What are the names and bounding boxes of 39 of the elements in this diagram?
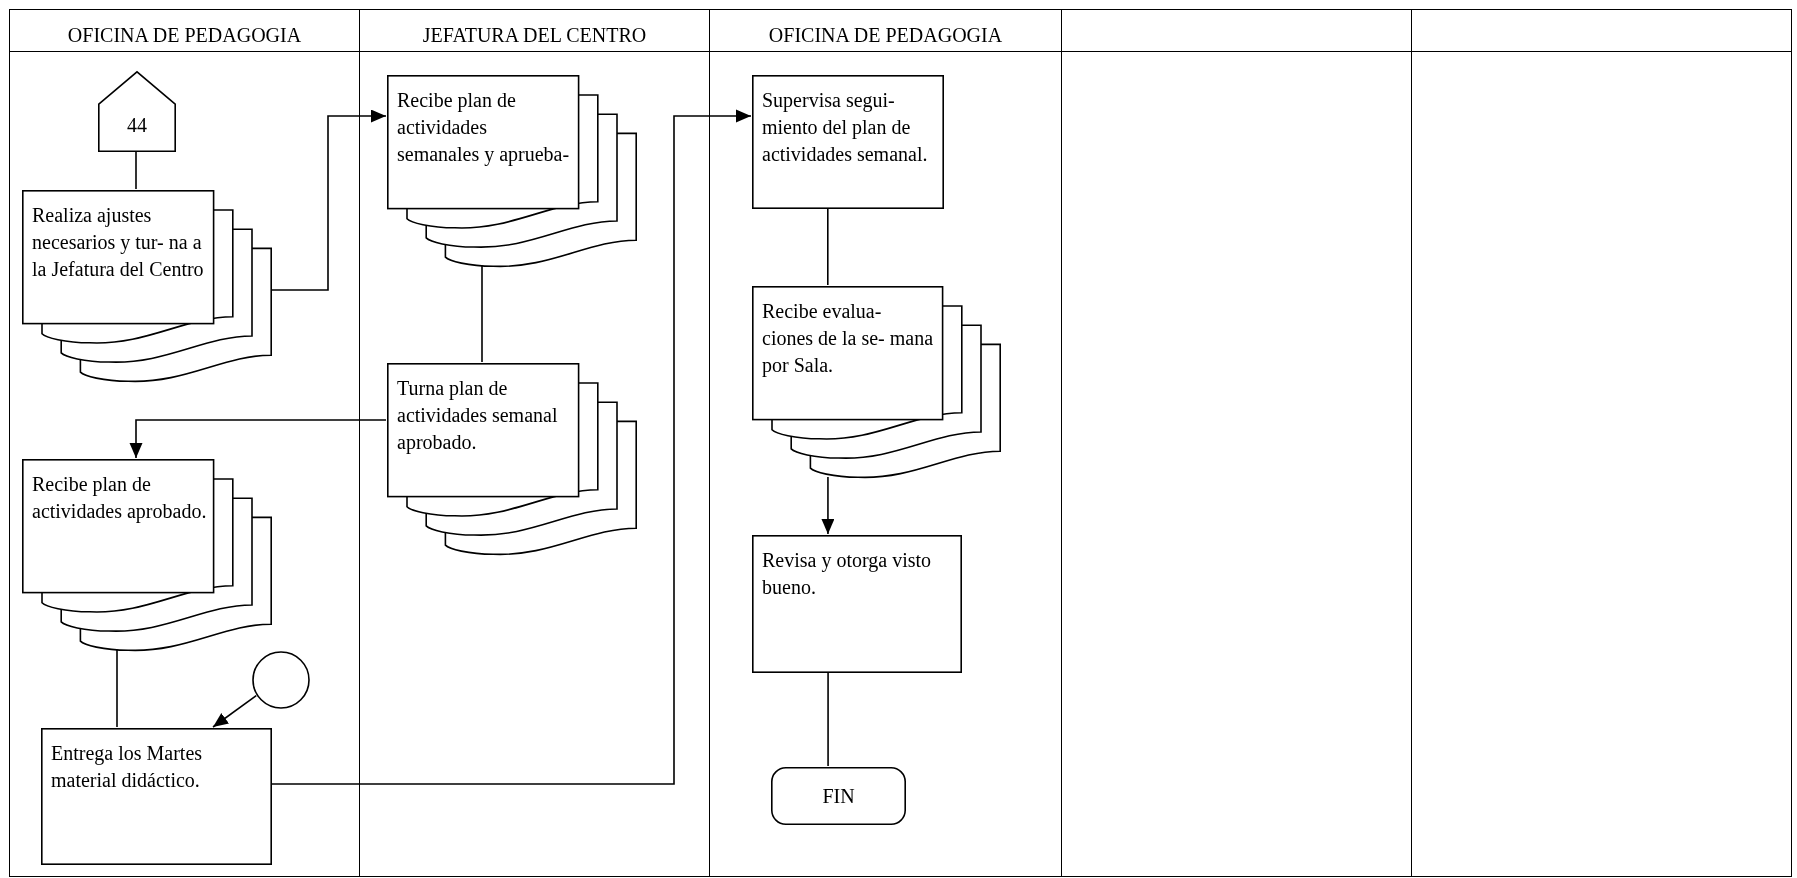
step-text: Recibe plan de actividades semanales y aprueba- xyxy=(397,88,571,168)
step-text: Recibe evalua- ciones de la se- mana por Sala. xyxy=(762,299,935,379)
arrow xyxy=(129,419,387,459)
process-box xyxy=(752,75,944,209)
lane-header: OFICINA DE PEDAGOGIA xyxy=(767,24,1004,47)
document-stack xyxy=(387,363,637,555)
process-box xyxy=(41,728,272,865)
step-text: Realiza ajustes necesarios y tur- na a la Jefatura del Centro xyxy=(32,203,205,282)
terminal-shape xyxy=(771,767,906,825)
swimlane xyxy=(1411,9,1792,877)
step-text: Recibe plan de actividades aprobado. xyxy=(32,472,207,525)
swimlane xyxy=(709,9,1062,877)
connector-circle xyxy=(252,651,310,709)
step-text: Supervisa segui- miento del plan de actividades semanal. xyxy=(762,88,929,167)
document-stack xyxy=(752,286,1001,478)
document-stack xyxy=(387,75,637,267)
connector-line xyxy=(827,207,829,286)
lane-header: OFICINA DE PEDAGOGIA xyxy=(66,24,303,47)
connector-number: 44 xyxy=(126,112,148,138)
swimlane xyxy=(1061,9,1412,877)
document-stack xyxy=(22,459,272,651)
step-text: Entrega los Martes material didáctico. xyxy=(51,741,204,793)
swimlane xyxy=(9,9,360,877)
terminal-label: FIN xyxy=(821,784,856,809)
connector-line xyxy=(135,150,137,190)
arrow xyxy=(270,109,752,785)
arrow xyxy=(270,109,387,291)
connector-line xyxy=(481,265,483,363)
step-text: Turna plan de actividades semanal aprobado. xyxy=(397,376,559,456)
off-page-connector xyxy=(98,71,176,152)
lane-header: JEFATURA DEL CENTRO xyxy=(421,24,648,47)
connector-line xyxy=(827,671,829,767)
arrow xyxy=(212,694,258,728)
document-stack xyxy=(22,190,272,382)
arrow xyxy=(821,476,835,535)
swimlane xyxy=(359,9,710,877)
step-text: Revisa y otorga visto bueno. xyxy=(762,548,933,600)
process-box xyxy=(752,535,962,673)
connector-line xyxy=(116,649,118,728)
